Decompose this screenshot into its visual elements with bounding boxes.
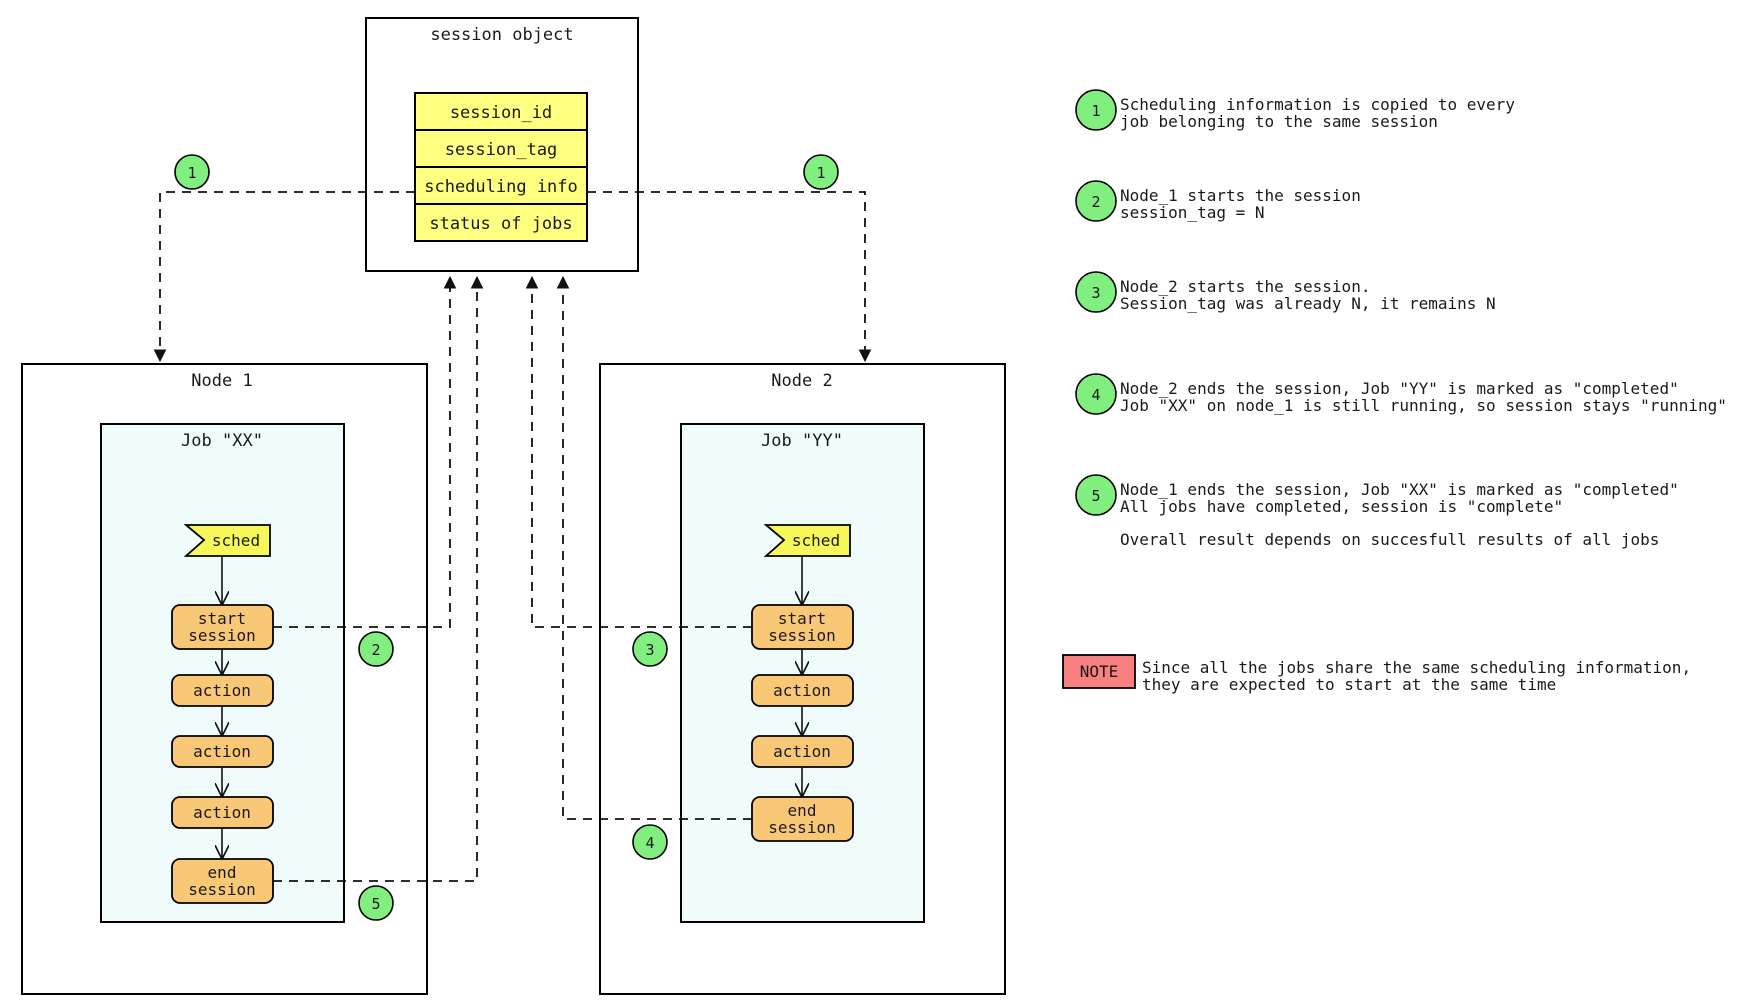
session-field-label: session_tag bbox=[445, 140, 558, 160]
note-text-line: they are expected to start at the same t… bbox=[1142, 675, 1556, 694]
end-session-label-line2: session bbox=[768, 818, 835, 837]
marker-1-right: 1 bbox=[803, 154, 839, 190]
marker-3: 3 bbox=[632, 631, 668, 667]
node-2-start-session-step: start session bbox=[751, 604, 854, 650]
legend-text-line: Job "XX" on node_1 is still running, so … bbox=[1120, 396, 1727, 415]
marker-label: 5 bbox=[371, 895, 380, 913]
legend-item-5: 5 Node_1 ends the session, Job "XX" is m… bbox=[1075, 474, 1679, 516]
legend-number: 3 bbox=[1091, 284, 1100, 302]
marker-5: 5 bbox=[358, 885, 394, 921]
connector-sched-info-to-node-2 bbox=[587, 191, 872, 363]
node-1-action-step-2: action bbox=[171, 735, 274, 768]
connector-node-2-end-session bbox=[556, 275, 752, 820]
legend-text-line: Scheduling information is copied to ever… bbox=[1120, 95, 1515, 114]
legend-text-line: job belonging to the same session bbox=[1120, 112, 1438, 131]
note-text-line: Since all the jobs share the same schedu… bbox=[1142, 658, 1691, 677]
connector-sched-info-to-node-1 bbox=[153, 191, 415, 363]
note-badge: NOTE bbox=[1062, 654, 1136, 689]
connector-node-1-end-session bbox=[273, 275, 484, 882]
end-session-label-line1: end bbox=[788, 801, 817, 820]
node-2-action-step-1: action bbox=[751, 674, 854, 707]
legend-text-line: Node_1 starts the session bbox=[1120, 186, 1361, 205]
job-xx-title: Job "XX" bbox=[181, 431, 263, 451]
node-1-end-session-step: end session bbox=[171, 858, 274, 904]
node-1-action-step-3: action bbox=[171, 796, 274, 829]
session-field-session-tag: session_tag bbox=[414, 129, 588, 168]
legend-number: 5 bbox=[1091, 487, 1100, 505]
connector-node-1-start-session bbox=[273, 275, 457, 628]
legend-text-line: Node_1 ends the session, Job "XX" is mar… bbox=[1120, 480, 1679, 499]
marker-label: 1 bbox=[816, 164, 825, 182]
legend-text-line: Node_2 starts the session. bbox=[1120, 277, 1370, 296]
legend-number: 1 bbox=[1091, 102, 1100, 120]
session-field-label: scheduling info bbox=[424, 177, 578, 197]
legend-text-line: Node_2 ends the session, Job "YY" is mar… bbox=[1120, 379, 1679, 398]
node-2-action-step-2: action bbox=[751, 735, 854, 768]
session-field-scheduling-info: scheduling info bbox=[414, 166, 588, 205]
node-2-end-session-step: end session bbox=[751, 796, 854, 842]
legend-item-3: 3 Node_2 starts the session. Session_tag… bbox=[1075, 271, 1496, 313]
session-field-label: status of jobs bbox=[429, 214, 572, 234]
sched-label: sched bbox=[792, 531, 840, 550]
marker-label: 1 bbox=[187, 164, 196, 182]
legend-item-4: 4 Node_2 ends the session, Job "YY" is m… bbox=[1075, 373, 1727, 415]
node-1-start-session-step: start session bbox=[171, 604, 274, 650]
sched-label: sched bbox=[212, 531, 260, 550]
marker-2: 2 bbox=[358, 631, 394, 667]
node-2-sched-step: sched bbox=[763, 524, 851, 557]
legend-text-line: session_tag = N bbox=[1120, 203, 1265, 222]
session-object-title: session object bbox=[430, 25, 573, 45]
legend-text-line: All jobs have completed, session is "com… bbox=[1120, 497, 1563, 516]
connector-node-2-start-session bbox=[525, 275, 752, 628]
start-session-label-line1: start bbox=[778, 609, 826, 628]
marker-label: 2 bbox=[371, 641, 380, 659]
action-label: action bbox=[773, 742, 831, 761]
session-field-session-id: session_id bbox=[414, 92, 588, 131]
node-2-title: Node 2 bbox=[771, 371, 832, 391]
marker-1-left: 1 bbox=[174, 154, 210, 190]
legend-item-1: 1 Scheduling information is copied to ev… bbox=[1075, 89, 1515, 131]
legend-number: 4 bbox=[1091, 386, 1100, 404]
legend-number: 2 bbox=[1091, 193, 1100, 211]
start-session-label-line1: start bbox=[198, 609, 246, 628]
action-label: action bbox=[193, 742, 251, 761]
node-1-action-step-1: action bbox=[171, 674, 274, 707]
legend-footnote: Overall result depends on succesfull res… bbox=[1120, 530, 1659, 549]
marker-label: 4 bbox=[645, 834, 654, 852]
start-session-label-line2: session bbox=[188, 626, 255, 645]
legend-item-2: 2 Node_1 starts the session session_tag … bbox=[1075, 180, 1361, 222]
end-session-label-line1: end bbox=[208, 863, 237, 882]
job-yy-title: Job "YY" bbox=[761, 431, 843, 451]
end-session-label-line2: session bbox=[188, 880, 255, 899]
action-label: action bbox=[193, 681, 251, 700]
action-label: action bbox=[193, 803, 251, 822]
session-field-status-of-jobs: status of jobs bbox=[414, 203, 588, 242]
marker-label: 3 bbox=[645, 641, 654, 659]
marker-4: 4 bbox=[632, 824, 668, 860]
start-session-label-line2: session bbox=[768, 626, 835, 645]
node-1-sched-step: sched bbox=[183, 524, 271, 557]
node-1-title: Node 1 bbox=[191, 371, 252, 391]
note-badge-label: NOTE bbox=[1080, 662, 1119, 681]
session-field-label: session_id bbox=[450, 103, 552, 123]
action-label: action bbox=[773, 681, 831, 700]
legend-text-line: Session_tag was already N, it remains N bbox=[1120, 294, 1496, 313]
